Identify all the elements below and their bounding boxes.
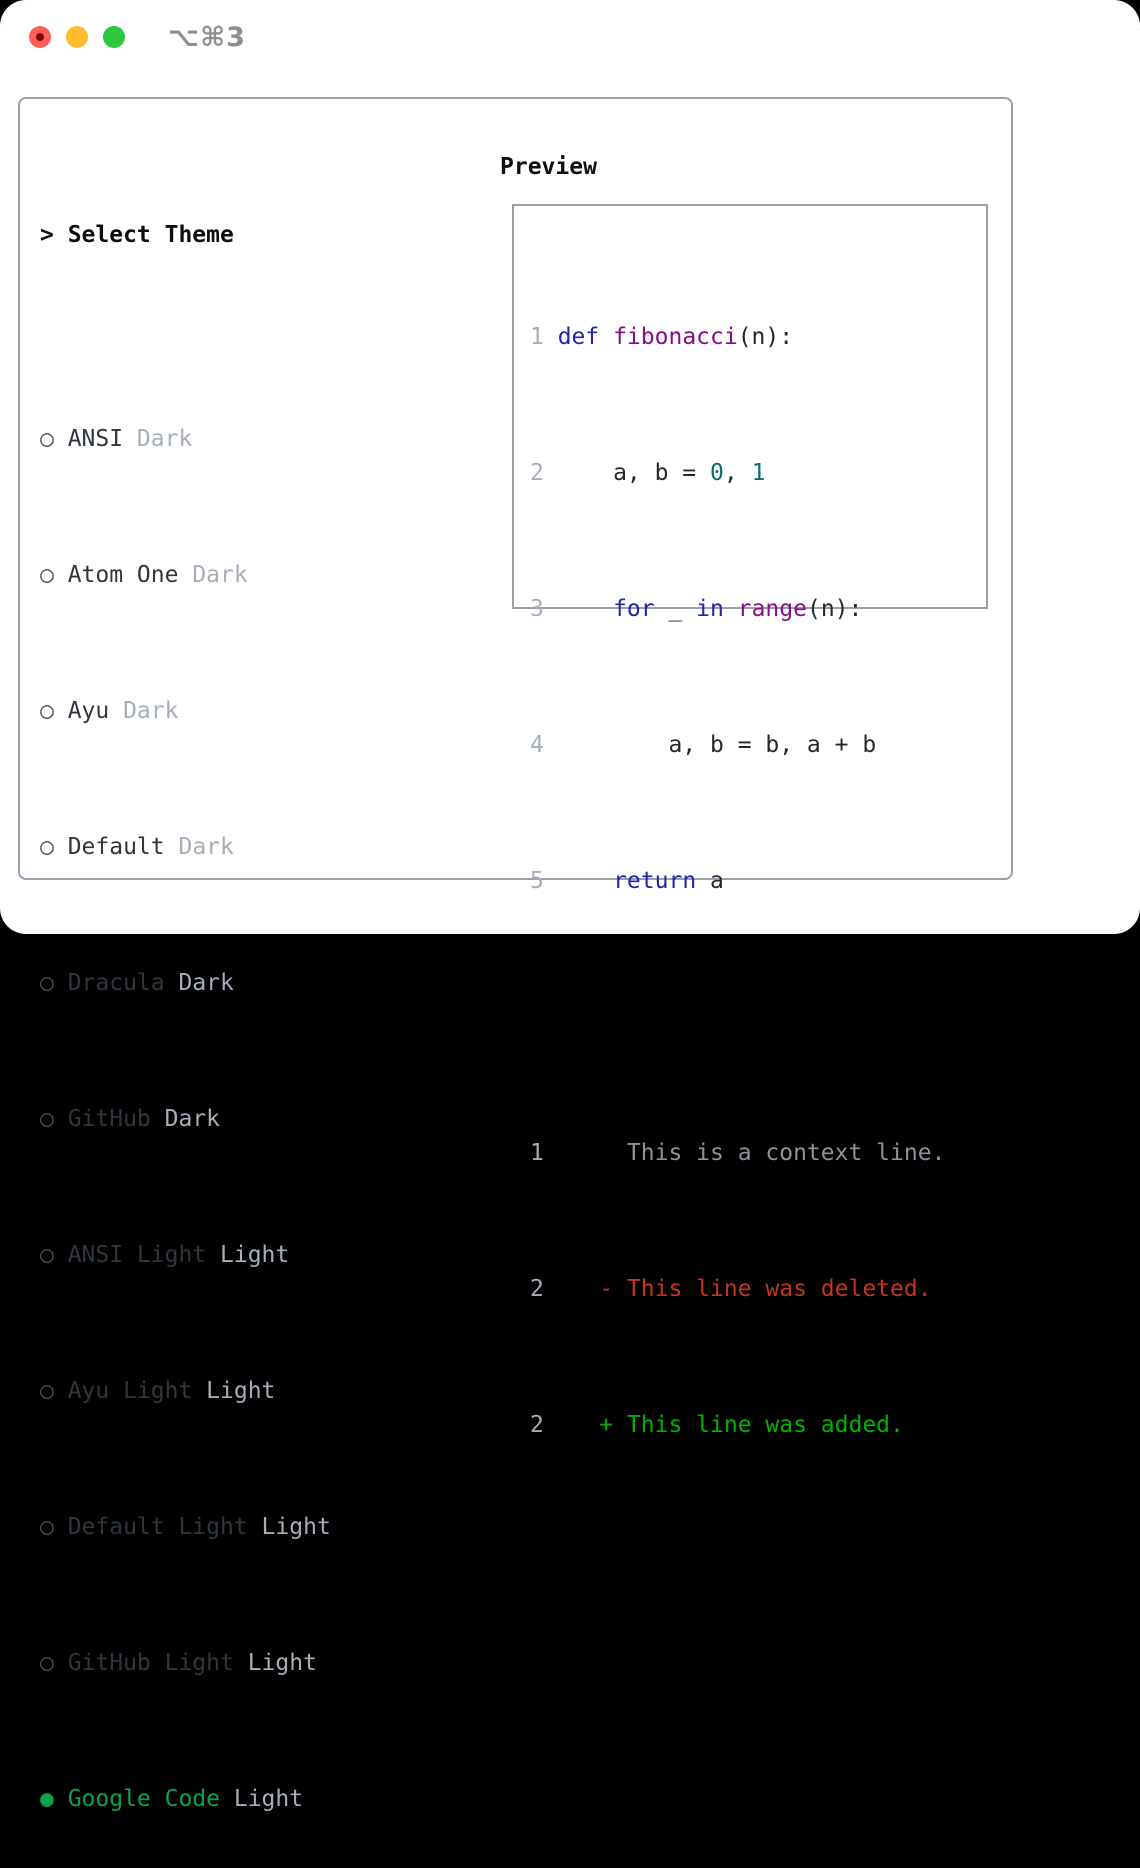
radio-icon: ○	[40, 1242, 54, 1268]
theme-name: ANSI	[67, 426, 124, 452]
line-number: 4	[530, 732, 544, 758]
radio-icon: ○	[40, 698, 54, 724]
theme-variant: Light	[247, 1514, 331, 1540]
theme-option[interactable]: ○ Default Dark	[40, 830, 428, 864]
theme-name: Dracula	[67, 970, 165, 996]
code-content: + This line was added.	[557, 1412, 904, 1438]
code-line: 1 def fibonacci(n):	[530, 320, 986, 354]
theme-option[interactable]: ○ Default Light Light	[40, 1510, 428, 1544]
theme-option[interactable]: ○ Ayu Light Light	[40, 1374, 428, 1408]
theme-picker-panel: >Select Theme ○ANSI Dark ○Atom One Dark …	[18, 97, 1013, 1812]
theme-variant: Dark	[164, 970, 234, 996]
window-titlebar: ⌥⌘3	[0, 0, 1140, 75]
zoom-button[interactable]	[103, 26, 125, 48]
code-line: 4 a, b = b, a + b	[530, 728, 986, 762]
theme-variant: Light	[233, 1650, 317, 1676]
radio-icon: ●	[40, 1786, 54, 1812]
theme-name: Google Code	[67, 1786, 221, 1812]
theme-variant: Dark	[178, 562, 248, 588]
code-content: def fibonacci(n):	[557, 324, 794, 350]
code-line	[530, 1000, 986, 1034]
code-line: 1 This is a context line.	[530, 1136, 986, 1170]
theme-variant: Dark	[123, 426, 193, 452]
radio-icon: ○	[40, 1650, 54, 1676]
code-line: 2 a, b = 0, 1	[530, 456, 986, 490]
code-content: for _ in range(n):	[613, 596, 863, 622]
radio-icon: ○	[40, 1514, 54, 1540]
theme-list-column: > Select Theme ○ ANSI Dark ○ Atom One Dark …	[40, 150, 428, 1868]
line-number: 3	[530, 596, 544, 622]
theme-name: Ayu	[67, 698, 110, 724]
radio-icon: ○	[40, 562, 54, 588]
theme-name: ANSI Light	[67, 1242, 207, 1268]
code-content: - This line was deleted.	[557, 1276, 932, 1302]
code-line: 2 + This line was added.	[530, 1408, 986, 1442]
theme-option[interactable]: ○ ANSI Dark	[40, 422, 428, 456]
prompt-caret-icon: >	[40, 222, 54, 248]
line-number: 2	[530, 460, 544, 486]
app-window: ⌥⌘3 > Select Theme ○ ANSI Dark ○ Atom One D…	[0, 0, 1140, 1812]
theme-option[interactable]: ○ Atom One Dark	[40, 558, 428, 592]
theme-name: GitHub	[67, 1106, 151, 1132]
minimize-button[interactable]	[66, 26, 88, 48]
code-content: return a	[613, 868, 724, 894]
code-content: a, b = b, a + b	[557, 732, 877, 758]
radio-icon: ○	[40, 970, 54, 996]
line-number: 1	[530, 1140, 544, 1166]
code-content: a, b = 0, 1	[557, 460, 766, 486]
radio-icon: ○	[40, 834, 54, 860]
close-button[interactable]	[29, 26, 51, 48]
theme-option[interactable]: ○ Ayu Dark	[40, 694, 428, 728]
line-number: 2	[530, 1412, 544, 1438]
code-line: 3 for _ in range(n):	[530, 592, 986, 626]
close-dot-icon	[36, 33, 44, 41]
line-number: 5	[530, 868, 544, 894]
radio-icon: ○	[40, 426, 54, 452]
theme-name: Atom One	[67, 562, 179, 588]
theme-option[interactable]: ○ ANSI Light Light	[40, 1238, 428, 1272]
line-number: 1	[530, 324, 544, 350]
theme-option[interactable]: ○ GitHub Dark	[40, 1102, 428, 1136]
theme-name: Default Light	[67, 1514, 248, 1540]
radio-icon: ○	[40, 1106, 54, 1132]
theme-options-list: ○ ANSI Dark ○ Atom One Dark ○ Ayu Dark ○ Def…	[40, 354, 428, 1868]
theme-variant: Dark	[150, 1106, 221, 1132]
theme-variant: Light	[192, 1378, 276, 1404]
select-theme-header: > Select Theme	[40, 218, 428, 252]
line-number: 2	[530, 1276, 544, 1302]
select-theme-label: Select Theme	[67, 222, 234, 248]
code-line: 5 return a	[530, 864, 986, 898]
preview-header: Preview	[500, 154, 597, 180]
theme-name: Default	[67, 834, 165, 860]
theme-variant: Light	[206, 1242, 290, 1268]
theme-option[interactable]: ○ Dracula Dark	[40, 966, 428, 1000]
code-preview-box: 1 def fibonacci(n): 2 a, b = 0, 1 3 for _…	[512, 204, 988, 1438]
theme-variant: Dark	[109, 698, 179, 724]
radio-icon: ○	[40, 1378, 54, 1404]
theme-option[interactable]: ○ GitHub Light Light	[40, 1646, 428, 1680]
theme-option[interactable]: ● Google Code Light	[40, 1782, 428, 1816]
theme-name: Ayu Light	[67, 1378, 193, 1404]
window-title: ⌥⌘3	[168, 22, 246, 53]
theme-name: GitHub Light	[67, 1650, 234, 1676]
code-line: 2 - This line was deleted.	[530, 1272, 986, 1306]
theme-variant: Light	[220, 1786, 304, 1812]
theme-variant: Dark	[164, 834, 234, 860]
code-content: This is a context line.	[557, 1140, 946, 1166]
